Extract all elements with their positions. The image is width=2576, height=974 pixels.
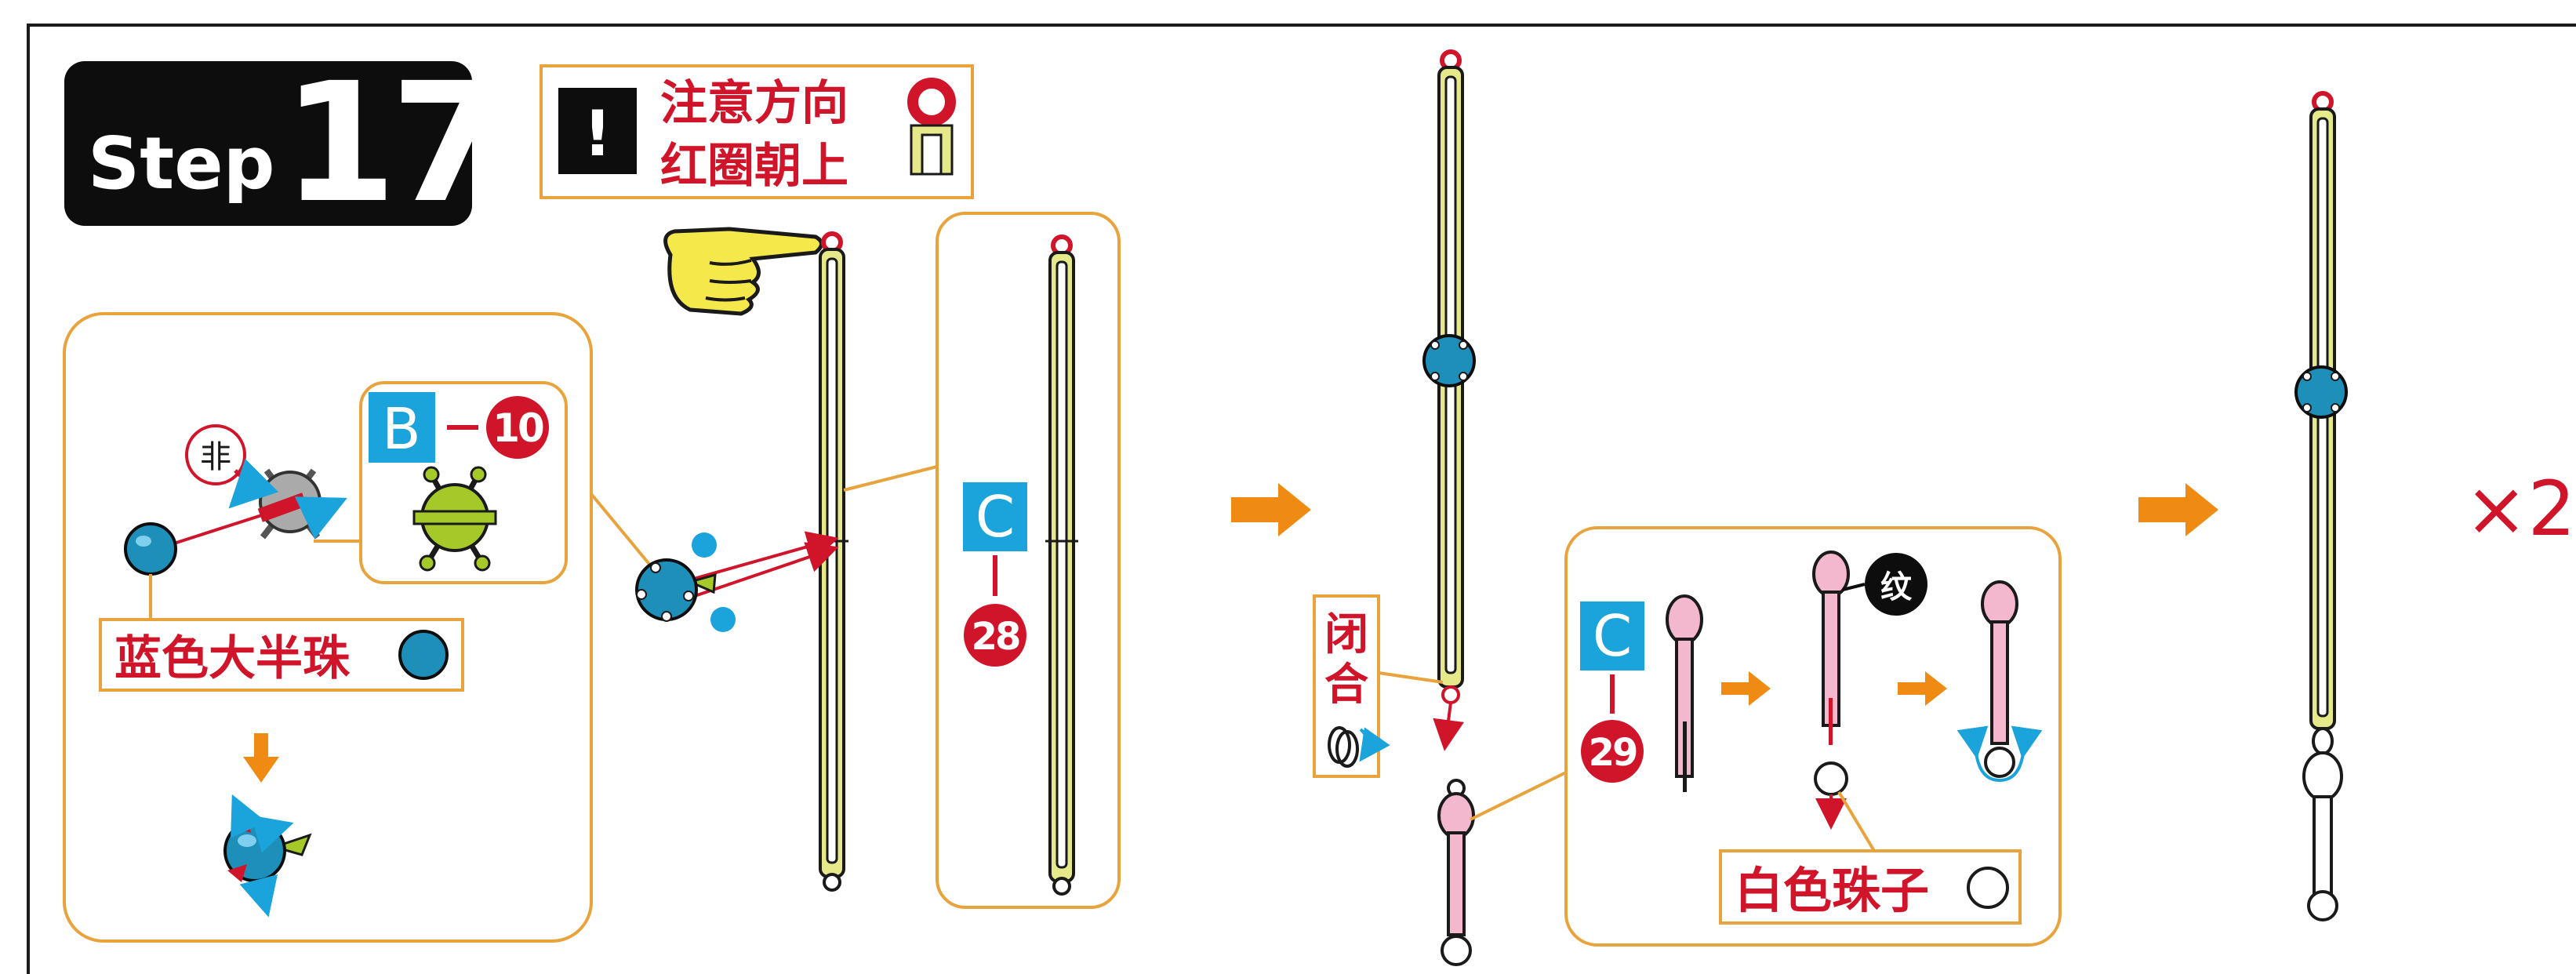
small-arrow-icon-2 (1898, 671, 1947, 706)
rod-c28-icon (1045, 234, 1078, 896)
orientation-notice: ! 注意方向 红圈朝上 (540, 64, 974, 199)
rod-2-assembly (1422, 49, 1476, 966)
warning-mark: ! (583, 97, 612, 170)
blue-bead-label: 蓝色大半珠 (114, 631, 351, 686)
pink-piece-step-2-icon: 纹 (1812, 551, 1927, 830)
pink-piece-step-1-icon (1666, 594, 1703, 792)
notice-line-2: 红圈朝上 (660, 139, 848, 194)
part-b-letter: B (382, 396, 420, 462)
pointing-hand-icon (663, 227, 823, 316)
blue-half-bead-icon (124, 522, 177, 576)
link-close-icon (1328, 726, 1390, 768)
assembled-bead-icon (223, 794, 312, 918)
right-arrow-icon-2 (2138, 483, 2218, 536)
white-bead-label-box: 白色珠子 (1719, 790, 2022, 925)
step-word: Step (88, 122, 275, 205)
right-arrow-icon (1231, 483, 1311, 536)
step-badge: Step 17 (64, 47, 505, 239)
grey-clip-icon (257, 468, 322, 540)
rod-1 (816, 231, 848, 892)
step-number: 17 (282, 47, 499, 239)
close-label-2: 合 (1324, 660, 1368, 711)
close-label-1: 闭 (1324, 609, 1368, 660)
texture-mark: 纹 (1880, 569, 1913, 605)
pink-piece-icon (1437, 779, 1475, 966)
small-arrow-icon (1721, 671, 1771, 706)
part-c28-letter: C (976, 484, 1015, 550)
not-mark: 非 (185, 424, 268, 503)
close-label-box: 闭 合 (1313, 594, 1444, 778)
red-ring-up-icon (907, 78, 956, 176)
multiplier: ×2 (2465, 465, 2576, 553)
part-c29-panel: C 29 纹 (1470, 526, 2062, 947)
part-b10-box: B 10 (314, 381, 568, 584)
blue-bead-detail-panel: 非 蓝色大半珠 (63, 312, 672, 943)
part-c28-panel: C 28 (843, 212, 1121, 909)
outer-frame (27, 24, 2576, 974)
blue-bead-label-box: 蓝色大半珠 (99, 618, 464, 692)
notice-line-1: 注意方向 (660, 76, 848, 131)
green-spider-clip-icon (412, 466, 497, 572)
final-rod-assembly (2294, 91, 2348, 921)
svg-text:非: 非 (200, 439, 231, 475)
part-b-number: 10 (492, 405, 543, 451)
down-arrow-icon (243, 733, 279, 783)
part-c28-number: 28 (972, 615, 1019, 659)
part-c29-number: 29 (1589, 731, 1637, 775)
white-bead-label: 白色珠子 (1735, 862, 1929, 919)
bead-being-inserted (635, 531, 839, 632)
part-c29-letter: C (1593, 603, 1632, 669)
pink-piece-step-3-icon (1957, 580, 2043, 782)
